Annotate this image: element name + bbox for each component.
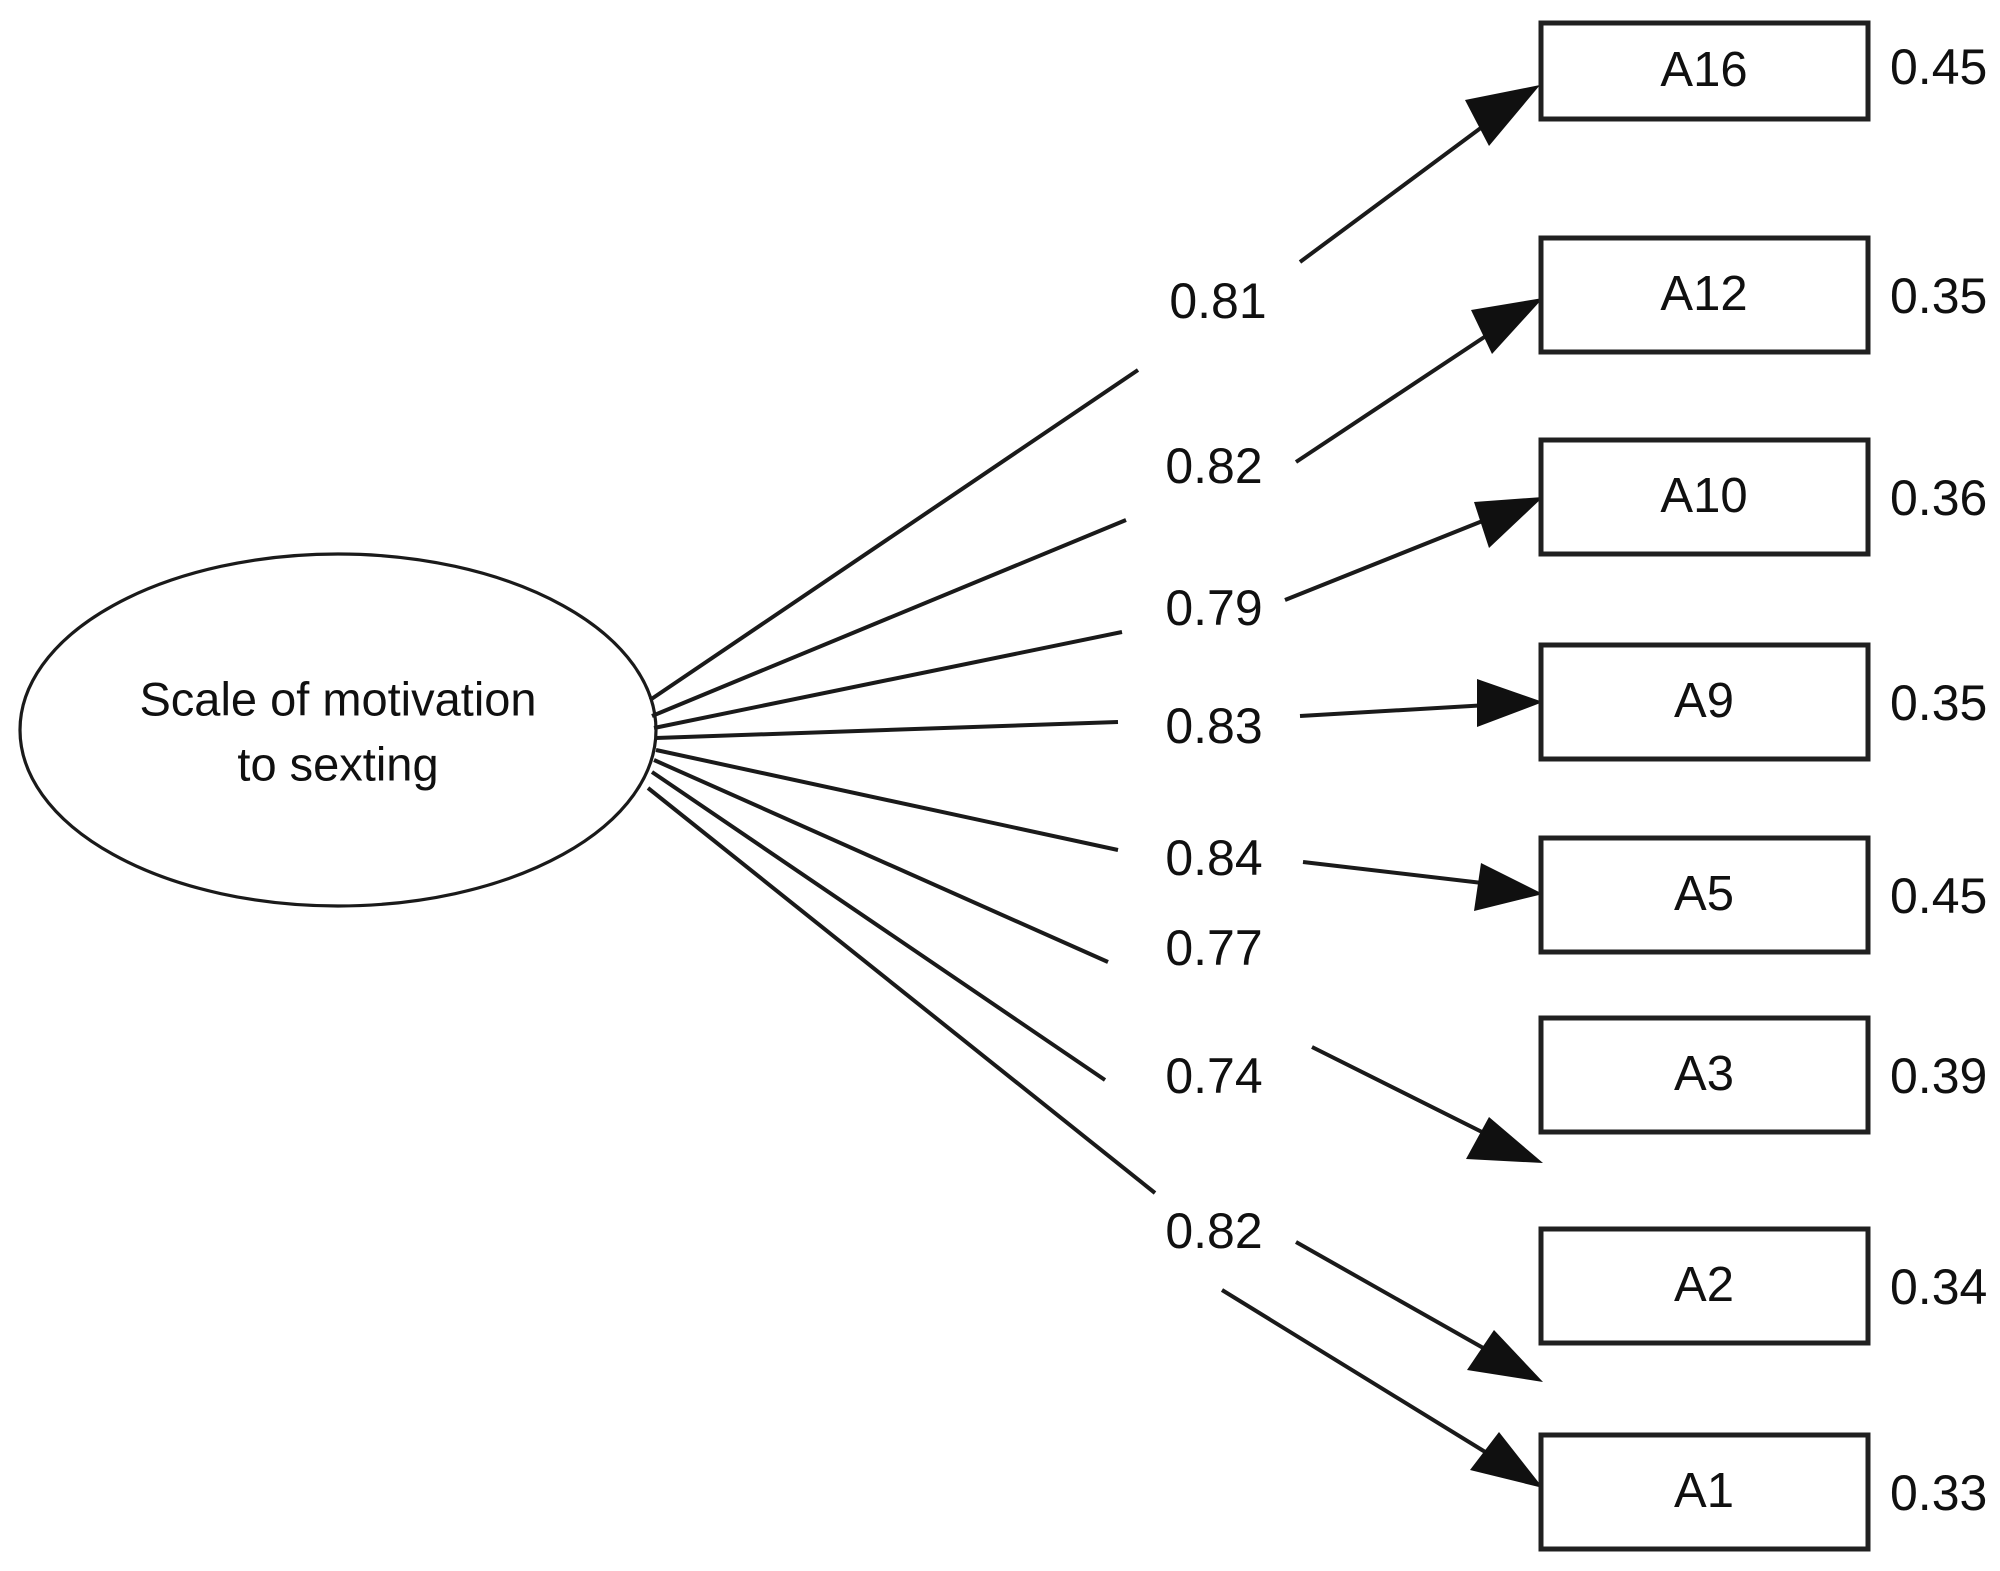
error-label-a16: 0.45 <box>1890 39 1987 95</box>
error-label-a5: 0.45 <box>1890 868 1987 924</box>
indicator-box-a16 <box>1538 20 1871 122</box>
path-line-left-a2 <box>650 770 1107 1082</box>
loading-label-a10: 0.79 <box>1165 580 1262 636</box>
path-group-a16: 0.81 <box>648 85 1540 702</box>
path-line-left-a16 <box>648 368 1140 702</box>
path-line-left-a12 <box>651 518 1127 718</box>
path-group-a1: 0.82 <box>646 786 1543 1488</box>
arrow-head-a5 <box>1474 863 1543 911</box>
arrow-head-a12 <box>1471 298 1543 354</box>
indicator-a16[interactable]: A16 0.45 <box>1538 20 1987 122</box>
path-group-a3: 0.77 <box>653 758 1543 1163</box>
arrow-head-a3 <box>1466 1117 1543 1163</box>
indicator-a12[interactable]: A12 0.35 <box>1538 235 1987 355</box>
path-line-right-a12 <box>1294 318 1512 464</box>
factor-ellipse <box>18 552 658 908</box>
indicator-box-a5 <box>1538 835 1871 955</box>
path-line-left-a10 <box>653 630 1123 730</box>
indicator-box-a1 <box>1538 1432 1871 1552</box>
indicator-a9[interactable]: A9 0.35 <box>1538 642 1987 762</box>
indicator-label-a2: A2 <box>1674 1258 1734 1312</box>
latent-factor-node[interactable]: Scale of motivation to sexting <box>18 552 658 908</box>
arrow-head-a2 <box>1467 1330 1543 1382</box>
indicator-a1[interactable]: A1 0.33 <box>1538 1432 1987 1552</box>
loading-label-a5: 0.84 <box>1165 830 1262 886</box>
indicator-box-a3 <box>1538 1015 1871 1135</box>
indicator-box-a12 <box>1538 235 1871 355</box>
indicator-label-a16: A16 <box>1660 43 1747 97</box>
indicator-box-a9 <box>1538 642 1871 762</box>
path-group-a5: 0.84 <box>655 748 1543 911</box>
error-label-a10: 0.36 <box>1890 470 1987 526</box>
indicator-a3[interactable]: A3 0.39 <box>1538 1015 1987 1135</box>
path-group-a12: 0.82 <box>651 298 1543 718</box>
loading-label-a16: 0.81 <box>1169 273 1266 329</box>
indicator-label-a12: A12 <box>1660 267 1747 321</box>
indicator-label-a10: A10 <box>1660 469 1747 523</box>
error-label-a12: 0.35 <box>1890 268 1987 324</box>
loading-label-a3: 0.77 <box>1165 920 1262 976</box>
arrow-head-a16 <box>1465 85 1540 146</box>
indicator-label-a1: A1 <box>1674 1464 1734 1518</box>
path-group-a2: 0.74 <box>650 770 1543 1382</box>
path-line-right-a2 <box>1295 1240 1509 1364</box>
path-line-left-a1 <box>646 786 1157 1195</box>
indicator-a5[interactable]: A5 0.45 <box>1538 835 1987 955</box>
indicator-box-a10 <box>1538 437 1871 557</box>
loading-label-a9: 0.83 <box>1165 698 1262 754</box>
path-line-left-a5 <box>655 748 1119 852</box>
error-label-a2: 0.34 <box>1890 1259 1987 1315</box>
path-group-a9: 0.83 <box>655 679 1543 754</box>
error-label-a1: 0.33 <box>1890 1465 1987 1521</box>
indicator-label-a9: A9 <box>1674 674 1734 728</box>
indicator-label-a5: A5 <box>1674 867 1734 921</box>
path-line-right-a3 <box>1311 1045 1509 1147</box>
path-line-right-a9 <box>1299 702 1506 718</box>
path-line-right-a16 <box>1298 108 1507 264</box>
arrow-head-a9 <box>1477 679 1543 727</box>
factor-label-line2: to sexting <box>237 737 438 790</box>
indicator-a10[interactable]: A10 0.36 <box>1538 437 1987 557</box>
error-label-a9: 0.35 <box>1890 675 1987 731</box>
loading-label-a12: 0.82 <box>1165 438 1262 494</box>
indicator-box-a2 <box>1538 1226 1871 1346</box>
path-line-left-a3 <box>653 758 1109 964</box>
path-group-a10: 0.79 <box>653 497 1543 730</box>
path-line-right-a10 <box>1284 510 1506 602</box>
arrow-head-a10 <box>1474 497 1543 548</box>
loading-label-a1: 0.82 <box>1165 1203 1262 1259</box>
error-label-a3: 0.39 <box>1890 1048 1987 1104</box>
arrow-head-a1 <box>1470 1432 1543 1488</box>
path-line-left-a9 <box>655 720 1119 740</box>
indicator-a2[interactable]: A2 0.34 <box>1538 1226 1987 1346</box>
path-line-right-a5 <box>1302 860 1509 888</box>
indicator-label-a3: A3 <box>1674 1047 1734 1101</box>
path-line-right-a1 <box>1220 1288 1510 1468</box>
factor-label-line1: Scale of motivation <box>139 672 536 725</box>
loading-label-a2: 0.74 <box>1165 1048 1262 1104</box>
